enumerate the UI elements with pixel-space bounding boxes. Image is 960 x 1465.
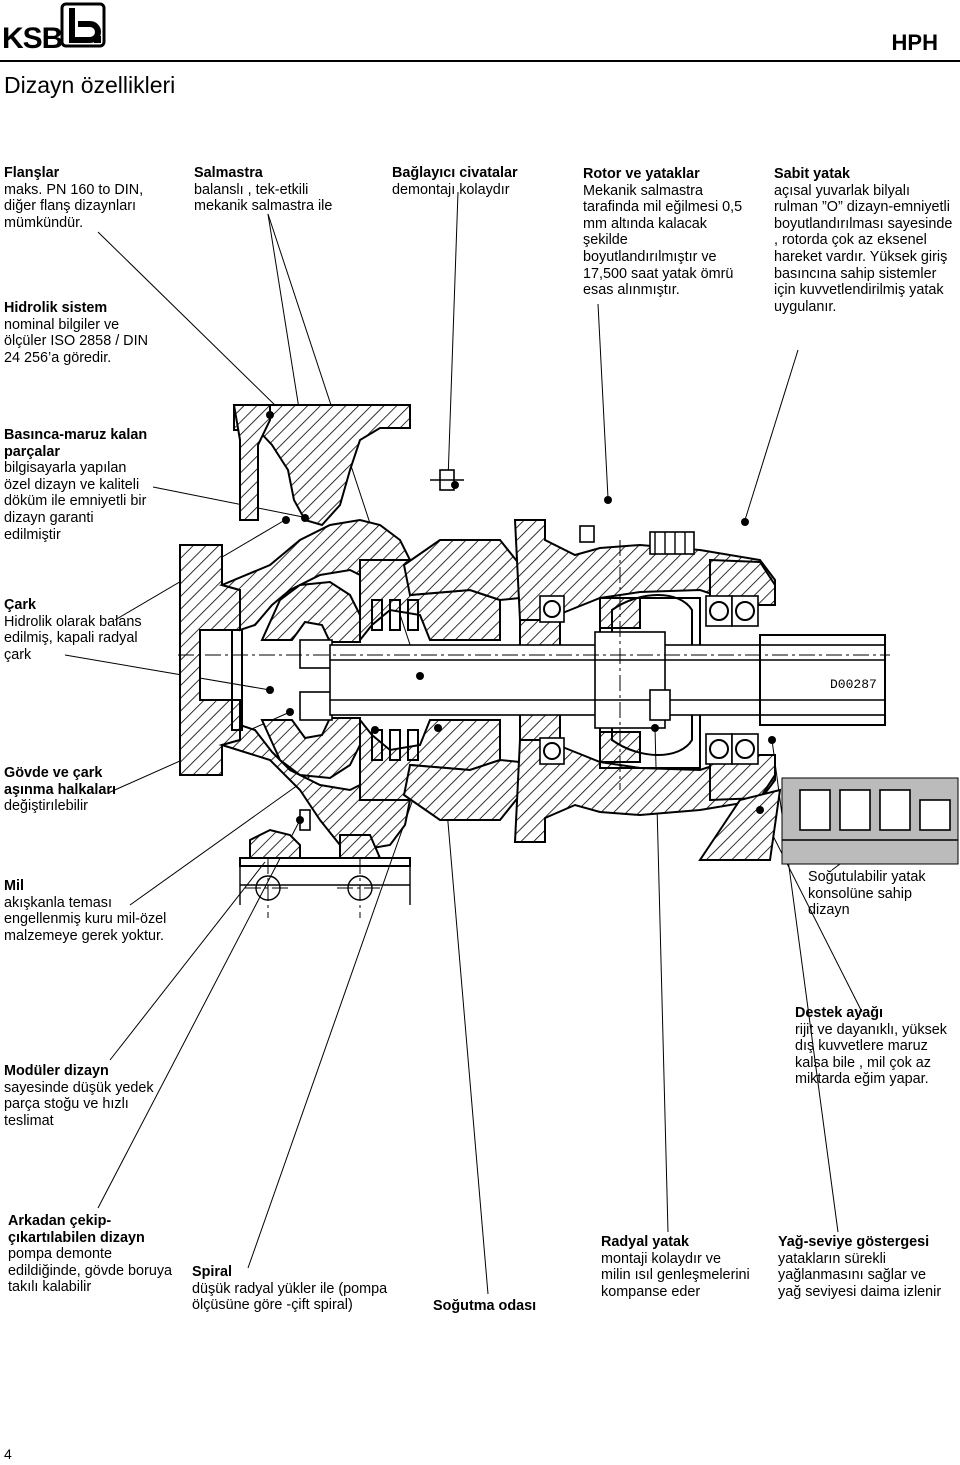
note-back-pull-out: Arkadan çekip-çıkartılabilen dizayn pomp…: [8, 1213, 178, 1296]
note-bolts: Bağlayıcı civatalar demontajı kolaydır: [392, 165, 552, 198]
note-radial-bearing: Radyal yatak montaji kolaydır ve milin ı…: [601, 1234, 751, 1300]
bearings: [539, 595, 759, 765]
note-text: montaji kolaydır ve milin ısıl genleşmel…: [601, 1250, 750, 1300]
note-hydraulic: Hidrolik sistem nominal bilgiler ve ölçü…: [4, 300, 164, 366]
note-title: Soğutma odası: [433, 1298, 537, 1314]
note-title: Çark: [4, 597, 36, 613]
note-text: sayesinde düşük yedek parça stoğu ve hız…: [4, 1079, 154, 1129]
note-text: rijit ve dayanıklı, yüksek dış kuvvetler…: [795, 1021, 947, 1088]
note-text: balanslı , tek-etkili mekanik salmastra …: [194, 181, 333, 215]
note-text: Hidrolik olarak balans edilmiş, kapali r…: [4, 613, 142, 663]
ksb-logo-icon: [60, 2, 106, 48]
note-text: Mekanik salmastra tarafinda mil eğilmesi…: [583, 182, 743, 299]
note-title: Gövde ve çark aşınma halkaları: [4, 765, 116, 798]
note-title: Basınca-maruz kalan parçalar: [4, 427, 148, 460]
bolts: [266, 411, 776, 831]
note-flanges: Flanşlar maks. PN 160 to DIN, diğer flan…: [4, 165, 164, 231]
note-title: Modüler dizayn: [4, 1063, 109, 1079]
note-text: düşük radyal yükler ile (pompa ölçüsüne …: [192, 1280, 388, 1314]
note-text: demontajı kolaydır: [392, 181, 510, 198]
casing-cover: [359, 539, 521, 821]
note-title: Mil: [4, 878, 24, 894]
note-title: Bağlayıcı civatalar: [392, 165, 518, 181]
shaft: [329, 631, 886, 729]
note-rotor: Rotor ve yataklar Mekanik salmastra tara…: [583, 166, 743, 299]
note-impeller: Çark Hidrolik olarak balans edilmiş, kap…: [4, 597, 154, 663]
note-fixed-bearing: Sabit yatak açısal yuvarlak bilyalı rulm…: [774, 166, 954, 315]
note-text: yatakların sürekli yağlanmasını sağlar v…: [778, 1250, 942, 1300]
note-cooling-chamber: Soğutma odası: [433, 1298, 593, 1315]
ksb-logo-text: KSB: [2, 22, 63, 55]
note-shaft: Mil akışkanla teması engellenmiş kuru mi…: [4, 878, 174, 944]
note-title: Salmastra: [194, 165, 263, 181]
note-text: akışkanla teması engellenmiş kuru mil-öz…: [4, 894, 167, 944]
note-wear-rings: Gövde ve çark aşınma halkaları değiştirı…: [4, 765, 154, 815]
note-title: Destek ayağı: [795, 1005, 883, 1021]
note-title: Hidrolik sistem: [4, 300, 108, 316]
note-title: Sabit yatak: [774, 166, 850, 182]
pump-feet: [239, 858, 411, 918]
note-title: Arkadan çekip-çıkartılabilen dizayn: [8, 1213, 145, 1246]
page-title: Dizayn özellikleri: [4, 72, 176, 98]
note-seal: Salmastra balanslı , tek-etkili mekanik …: [194, 165, 354, 215]
note-volute: Spiral düşük radyal yükler ile (pompa öl…: [192, 1264, 407, 1314]
drawing-code: D00287: [830, 677, 877, 692]
note-title: Radyal yatak: [601, 1234, 689, 1250]
note-text: açısal yuvarlak bilyalı rulman ”O” dizay…: [774, 182, 953, 315]
note-text: Soğutulabilir yatak konsolüne sahip diza…: [808, 869, 926, 919]
note-pressure-parts: Basınca-maruz kalan parçalar bilgisayarl…: [4, 427, 154, 543]
note-title: Rotor ve yataklar: [583, 166, 700, 182]
note-text: maks. PN 160 to DIN, diğer flanş dizaynl…: [4, 181, 144, 231]
note-title: Yağ-seviye göstergesi: [778, 1234, 930, 1250]
product-code: HPH: [891, 30, 938, 55]
note-cooled-bracket: Soğutulabilir yatak konsolüne sahip diza…: [808, 869, 943, 919]
note-text: bilgisayarla yapılan özel dizayn ve kali…: [4, 460, 147, 543]
note-title: Spiral: [192, 1264, 232, 1280]
note-title: Flanşlar: [4, 165, 60, 181]
note-text: pompa demonte edildiğinde, gövde boruya …: [8, 1246, 173, 1296]
note-oil-level: Yağ-seviye göstergesi yatakların sürekli…: [778, 1234, 948, 1300]
page-number: 4: [4, 1446, 12, 1462]
note-modular: Modüler dizayn sayesinde düşük yedek par…: [4, 1063, 154, 1129]
volute-casing: [179, 404, 411, 867]
note-support-foot: Destek ayağı rijit ve dayanıklı, yüksek …: [795, 1005, 957, 1088]
note-text: nominal bilgiler ve ölçüler ISO 2858 / D…: [4, 316, 148, 366]
cooled-bracket-inset: [781, 777, 959, 865]
note-text: değiştirılebilir: [4, 798, 88, 815]
header-rule: [0, 60, 960, 62]
